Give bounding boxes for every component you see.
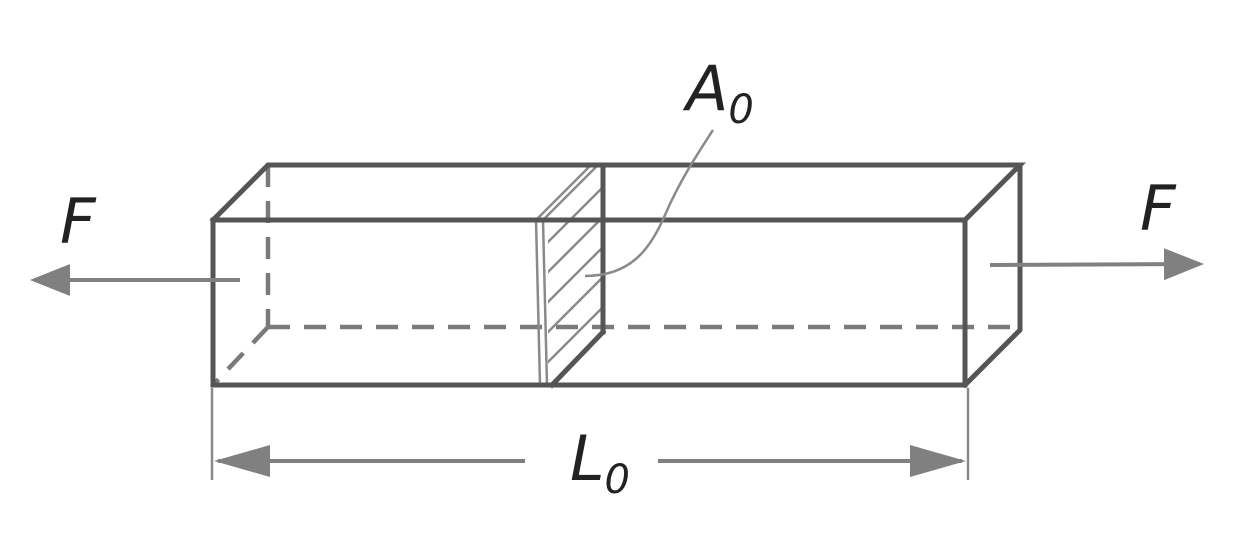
bar-top-face <box>209 162 1027 224</box>
section-front-line-left <box>534 219 542 386</box>
section-diagonal-edge <box>548 328 607 389</box>
section-front-line-right <box>541 219 549 386</box>
bar-right-face <box>961 162 1023 389</box>
length-label-subscript: 0 <box>605 457 630 503</box>
area-label-main: A <box>682 52 728 125</box>
hidden-edges <box>211 165 1020 387</box>
area-label: A0 <box>682 52 754 133</box>
section-top-line-left <box>535 164 592 221</box>
force-label-left: F <box>60 185 97 258</box>
section-top-line-right <box>542 164 599 221</box>
bar-visible-edges <box>209 162 1027 389</box>
area-label-subscript: 0 <box>728 87 753 133</box>
cross-section <box>534 162 607 389</box>
force-arrow-right <box>989 248 1204 281</box>
area-leader-line <box>584 129 715 278</box>
bar-front-face <box>210 217 968 388</box>
force-label-right: F <box>1140 172 1177 245</box>
length-label-main: L <box>570 422 605 495</box>
length-label: L0 <box>570 422 630 503</box>
length-dimension <box>210 388 970 480</box>
hidden-edge-left-diagonal <box>211 325 270 387</box>
